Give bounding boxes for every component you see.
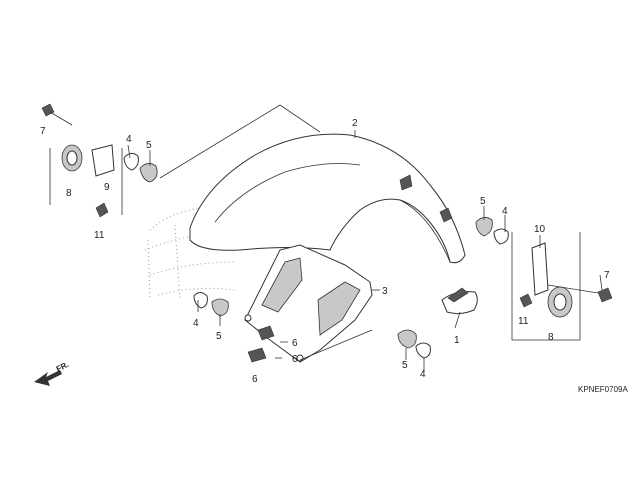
fender-brace: [244, 244, 373, 363]
callout-11-right: 11: [518, 316, 529, 327]
callout-4-bottom: 4: [420, 369, 426, 380]
left-reflector-assembly: [41, 103, 158, 218]
front-fender: [189, 133, 466, 264]
callout-4-top-left: 4: [126, 134, 132, 145]
callout-labels: 2 1 3 4 5 7 8 9 11 5 4 10 7 11 8 4 5 6 6…: [40, 118, 610, 385]
mudflap: [441, 287, 478, 315]
callout-2: 2: [352, 118, 358, 129]
callout-1: 1: [454, 335, 460, 346]
right-reflector-assembly: [475, 217, 613, 341]
callout-3: 3: [382, 286, 388, 297]
callout-5-mid-left: 5: [216, 331, 222, 342]
callout-11-left: 11: [94, 230, 105, 241]
callout-7-right: 7: [604, 270, 610, 281]
callout-10: 10: [534, 224, 546, 235]
leader-lines: [127, 104, 603, 372]
callout-8-left: 8: [66, 188, 72, 199]
forward-arrow-icon: [34, 370, 62, 386]
callout-6-lower: 6: [292, 354, 298, 365]
callout-5-bottom: 5: [402, 360, 408, 371]
callout-8-right: 8: [548, 332, 554, 343]
callout-7-left: 7: [40, 126, 46, 137]
diagram-code: KPNEF0709A: [578, 385, 628, 394]
callout-6-bottom: 6: [252, 374, 258, 385]
callout-5-right: 5: [480, 196, 486, 207]
dotted-wheel-outline: [144, 203, 301, 301]
callout-5-top-left: 5: [146, 140, 152, 151]
callout-9: 9: [104, 182, 110, 193]
callout-4-mid-left: 4: [193, 318, 199, 329]
direction-label: FR.: [55, 360, 71, 374]
callout-6-upper: 6: [292, 338, 298, 349]
lower-hardware: [193, 292, 431, 363]
callout-4-right: 4: [502, 206, 508, 217]
